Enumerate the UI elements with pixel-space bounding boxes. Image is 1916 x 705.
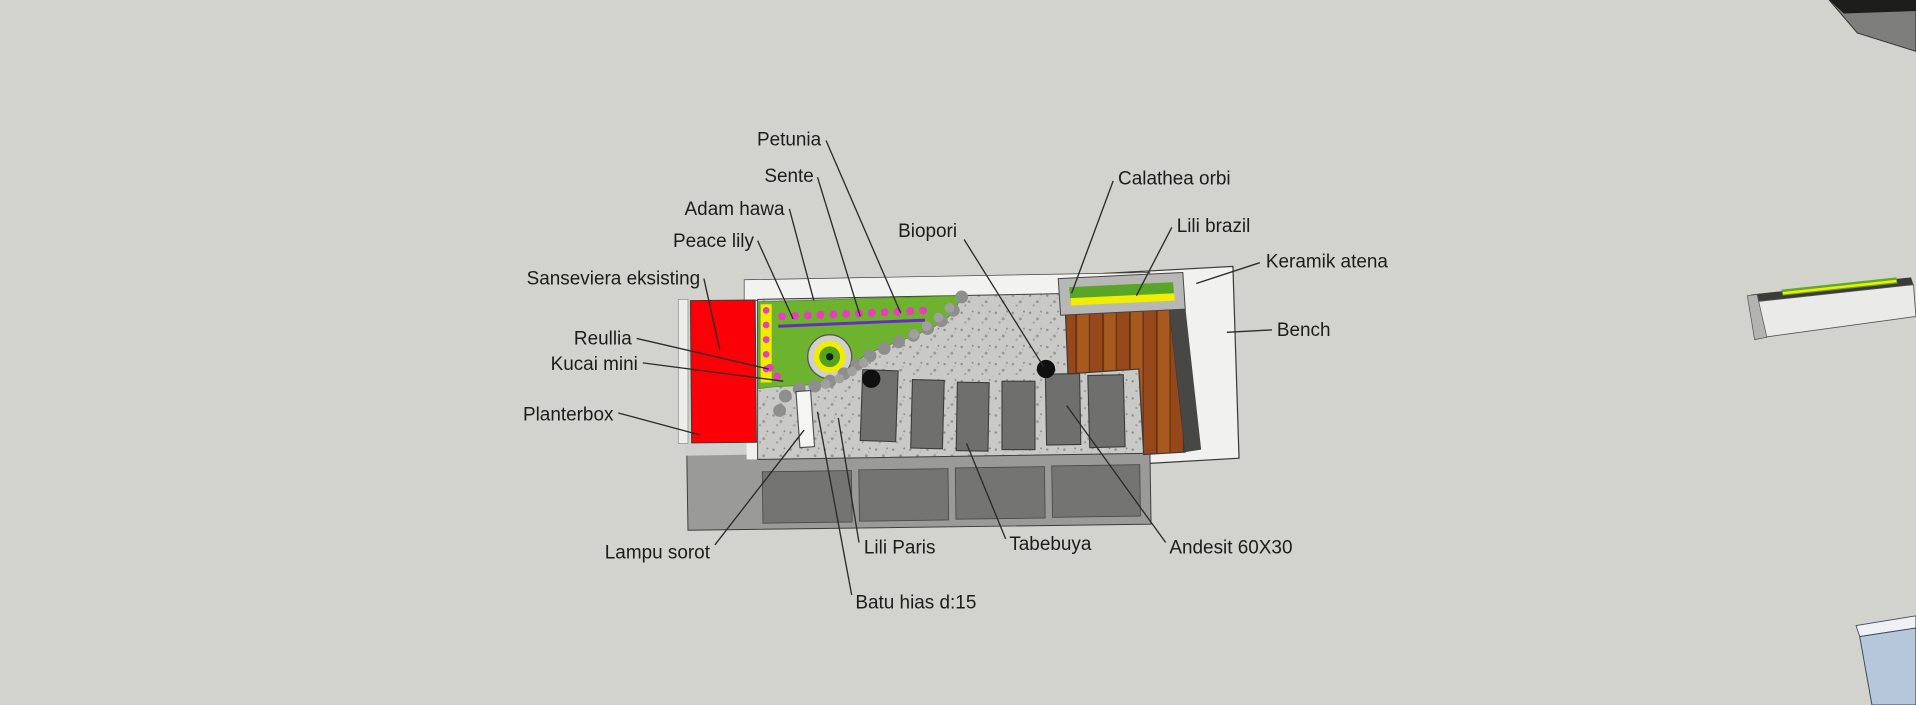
label-lampu: Lampu sorot <box>605 542 711 563</box>
leader-sente <box>816 176 861 317</box>
leader-petunia <box>825 140 902 314</box>
leader-lampu <box>714 429 805 546</box>
label-peace-lily: Peace lily <box>673 231 755 252</box>
upper-planter-yellow <box>1070 293 1175 306</box>
deck-shadow-edge <box>1169 306 1202 453</box>
leader-kucai <box>642 362 784 382</box>
purple-plant-line <box>778 318 926 328</box>
leader-peace-lily <box>757 240 794 320</box>
partial-object-top-right <box>1828 0 1916 52</box>
leader-andesit <box>1066 405 1167 543</box>
leader-lili-paris <box>837 417 860 543</box>
label-calathea: Calathea orbi <box>1118 168 1231 189</box>
label-kucai: Kucai mini <box>551 354 638 375</box>
leader-bench <box>1226 329 1273 334</box>
label-planterbox: Planterbox <box>523 404 614 425</box>
leader-keramik <box>1196 262 1261 285</box>
label-lili-brazil: Lili brazil <box>1177 216 1251 237</box>
leader-adam-hawa <box>788 208 815 301</box>
label-biopori: Biopori <box>898 221 957 242</box>
leader-biopori <box>963 239 1045 367</box>
leader-lili-brazil <box>1135 226 1173 296</box>
label-batu-hias: Batu hias d:15 <box>855 592 976 613</box>
leader-reullia <box>636 337 769 370</box>
yellow-strip-vertical <box>760 304 772 383</box>
label-sanseviera: Sanseviera eksisting <box>527 269 701 290</box>
partial-object-bench-elevation <box>1746 277 1916 341</box>
label-andesit: Andesit 60X30 <box>1169 537 1292 558</box>
pebble-border-2 <box>818 303 955 390</box>
biopori-holes <box>862 359 1056 388</box>
label-adam-hawa: Adam hawa <box>685 199 785 220</box>
label-petunia: Petunia <box>757 129 822 150</box>
leader-batu-hias <box>816 411 853 596</box>
annotation-labels: Petunia Sente Adam hawa Peace lily Sanse… <box>523 129 1388 613</box>
partial-object-bottom-right <box>1855 615 1916 705</box>
leader-sanseviera <box>703 278 721 350</box>
label-lili-paris: Lili Paris <box>864 537 936 558</box>
label-sente: Sente <box>764 166 813 187</box>
pebble-border <box>773 290 969 417</box>
label-reullia: Reullia <box>574 329 632 350</box>
white-edge-left <box>677 299 689 444</box>
label-bench: Bench <box>1277 320 1331 341</box>
leader-tabebuya <box>965 443 1007 540</box>
leader-lines <box>618 140 1273 596</box>
label-keramik: Keramik atena <box>1266 252 1388 273</box>
label-tabebuya: Tabebuya <box>1009 534 1092 555</box>
petunia-flower-row <box>778 306 936 321</box>
planterbox-red <box>689 299 757 444</box>
lampu-sorot-fixture <box>795 389 816 449</box>
reullia-dots <box>765 363 781 380</box>
leader-calathea <box>1071 180 1114 294</box>
stepping-slabs <box>859 369 1126 452</box>
leader-planterbox <box>618 412 701 436</box>
curb-step <box>684 441 758 456</box>
plan-model <box>677 265 1240 531</box>
